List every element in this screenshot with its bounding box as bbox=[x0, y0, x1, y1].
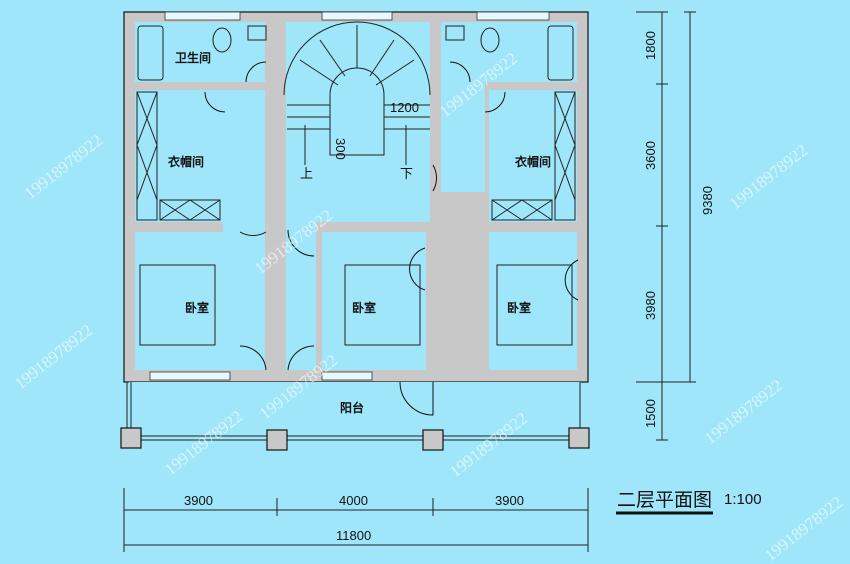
dim-right-2: 3600 bbox=[643, 141, 658, 170]
wardrobe-icon bbox=[136, 91, 221, 221]
column bbox=[568, 427, 590, 449]
sink-icon bbox=[445, 25, 465, 41]
column bbox=[422, 429, 444, 451]
wardrobe-icon bbox=[491, 91, 576, 221]
corridor-left bbox=[223, 90, 265, 232]
stair-down-label: 下 bbox=[400, 166, 413, 181]
dim-bottom-1: 3900 bbox=[184, 493, 213, 508]
watermark: 19918978922 bbox=[701, 376, 786, 449]
dimension-right: 1800 3600 3980 1500 9380 bbox=[636, 11, 715, 441]
sink-icon bbox=[247, 25, 267, 41]
bed-icon bbox=[496, 264, 573, 346]
room-label-wardrobe-right: 衣帽间 bbox=[515, 154, 551, 169]
walls bbox=[123, 11, 589, 383]
window bbox=[321, 371, 373, 381]
watermark: 19918978922 bbox=[11, 321, 96, 394]
drawing-scale: 1:100 bbox=[724, 491, 762, 508]
dim-bottom-total: 11800 bbox=[336, 528, 371, 543]
dimension-bottom: 3900 4000 3900 11800 bbox=[123, 488, 589, 552]
toilet-icon bbox=[480, 27, 500, 53]
watermark: 19918978922 bbox=[21, 131, 106, 204]
room-label-bedroom-right: 卧室 bbox=[507, 300, 531, 315]
room-label-bathroom-left: 卫生间 bbox=[175, 50, 211, 65]
bathtub-icon bbox=[547, 25, 574, 81]
stair-width-dim: 1200 bbox=[390, 100, 419, 115]
dim-right-total: 9380 bbox=[700, 186, 715, 215]
stair-tread-dim: 300 bbox=[333, 138, 348, 160]
spiral-stair: 上 下 1200 300 bbox=[283, 21, 431, 181]
room-label-bedroom-left: 卧室 bbox=[185, 300, 209, 315]
dim-right-4: 1500 bbox=[643, 399, 658, 428]
dim-right-3: 3980 bbox=[643, 291, 658, 320]
window bbox=[164, 11, 241, 21]
bathtub-icon bbox=[137, 25, 164, 81]
bed-icon bbox=[344, 264, 421, 346]
window bbox=[476, 11, 550, 21]
bedroom-middle bbox=[322, 232, 426, 370]
bedroom-left bbox=[135, 232, 265, 370]
dim-bottom-3: 3900 bbox=[495, 493, 524, 508]
stair-up-label: 上 bbox=[300, 166, 313, 181]
fixtures bbox=[136, 25, 576, 346]
corridor-right bbox=[441, 82, 485, 192]
toilet-icon bbox=[212, 27, 232, 53]
room-label-bedroom-middle: 卧室 bbox=[352, 300, 376, 315]
dim-right-1: 1800 bbox=[643, 31, 658, 60]
dim-bottom-2: 4000 bbox=[339, 493, 368, 508]
column bbox=[120, 427, 142, 449]
balcony bbox=[120, 381, 590, 451]
bed-icon bbox=[139, 264, 216, 346]
bathroom-left bbox=[135, 22, 265, 82]
watermark: 19918978922 bbox=[726, 141, 811, 214]
room-label-balcony: 阳台 bbox=[340, 400, 364, 415]
doors bbox=[204, 61, 579, 371]
watermark: 19918978922 bbox=[761, 493, 846, 564]
column bbox=[266, 429, 288, 451]
stair-hall bbox=[286, 22, 430, 222]
drawing-title: 二层平面图 bbox=[617, 489, 712, 511]
window bbox=[321, 11, 393, 21]
window bbox=[149, 371, 231, 381]
hall-lower bbox=[286, 222, 316, 370]
bedroom-right bbox=[489, 232, 577, 370]
room-label-wardrobe-left: 衣帽间 bbox=[168, 154, 204, 169]
